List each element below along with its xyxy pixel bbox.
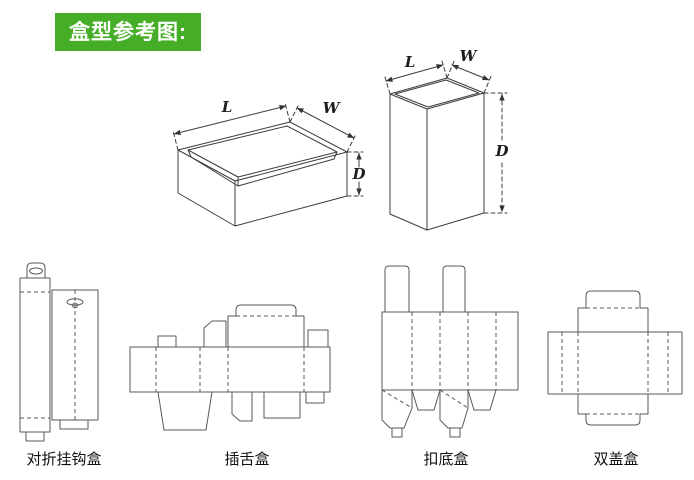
hang-hole xyxy=(29,267,43,275)
double-lid-box-dieline xyxy=(547,290,683,426)
tray-inner-depth xyxy=(187,149,338,187)
tray-width-label: W xyxy=(323,99,342,117)
tall-box-inner-rim xyxy=(394,79,480,108)
left-panel-bottom-tab xyxy=(25,432,45,442)
tray-length-dim-line xyxy=(173,104,287,136)
hang-flap xyxy=(26,262,46,278)
euro-hook-hole-notch xyxy=(72,302,78,309)
tall-box-diagram: L W D xyxy=(384,47,509,231)
bottom-tray-flap xyxy=(157,391,213,431)
middle-band xyxy=(547,331,683,395)
top-closure-flap-2 xyxy=(442,265,466,312)
box-type-label-tuck: 插舌盒 xyxy=(224,451,270,468)
box-type-label-double-lid: 双盖盒 xyxy=(593,451,639,468)
crash-lock-flap-2 xyxy=(439,390,469,429)
tall-width-dim-line xyxy=(451,64,490,81)
page-title: 盒型参考图: xyxy=(69,21,187,44)
tall-depth-label: D xyxy=(494,142,508,160)
bottom-flap xyxy=(263,392,301,419)
left-panel xyxy=(19,277,51,433)
crash-lock-foot-1 xyxy=(391,428,403,438)
box-type-label-snap-bottom: 扣底盒 xyxy=(423,451,469,468)
middle-band-folds xyxy=(561,332,669,394)
body-fold-lines xyxy=(411,312,497,390)
bottom-lock-box-dieline xyxy=(381,265,519,438)
tray-walls xyxy=(177,149,348,227)
bottom-dust-flap-2 xyxy=(467,389,497,411)
crash-lock-flap-1 xyxy=(381,390,413,429)
box-type-label-hook: 对折挂钩盒 xyxy=(26,451,102,468)
crash-lock-fold-2 xyxy=(439,389,469,409)
title-badge: 盒型参考图: xyxy=(55,13,201,51)
body-band xyxy=(129,346,331,393)
tall-width-extension-lines xyxy=(446,58,493,94)
tray-depth-extension-lines xyxy=(346,151,364,197)
body-band xyxy=(381,311,519,391)
tray-box-diagram: L W D xyxy=(172,98,366,227)
tray-width-dim-line xyxy=(296,107,355,139)
bottom-dust-flap xyxy=(231,392,253,422)
tray-width-extension-lines xyxy=(289,103,357,153)
tall-length-dim-line xyxy=(385,64,444,82)
tuck-box-dieline xyxy=(129,304,331,431)
tray-depth-label: D xyxy=(351,165,365,183)
tall-length-label: L xyxy=(404,53,416,71)
crash-lock-fold-1 xyxy=(381,389,413,409)
bottom-small-tab xyxy=(305,392,325,404)
tall-box-body xyxy=(389,92,485,231)
hook-box-dieline xyxy=(19,262,99,442)
left-panel-folds xyxy=(20,291,50,419)
bottom-tuck-flap xyxy=(585,414,641,426)
tray-length-label: L xyxy=(221,98,233,116)
top-closure-flap-1 xyxy=(384,265,410,312)
body-fold-lines xyxy=(155,347,305,392)
tall-depth-extension-lines xyxy=(483,92,508,214)
crash-lock-foot-2 xyxy=(449,428,461,438)
tuck-flap xyxy=(235,304,297,316)
top-tuck-flap xyxy=(585,290,641,308)
euro-hook-hole xyxy=(66,298,84,306)
bottom-dust-flap-1 xyxy=(411,389,441,411)
bottom-panel xyxy=(577,394,649,415)
tall-width-label: W xyxy=(460,47,479,65)
top-panel xyxy=(577,307,649,332)
top-right-flap xyxy=(307,329,329,347)
lid-panel xyxy=(227,315,305,347)
tall-length-extension-lines xyxy=(384,60,448,95)
left-dust-flap xyxy=(203,320,227,347)
right-panel-bottom-tab xyxy=(59,420,89,430)
tray-outer-rim xyxy=(177,121,348,182)
top-left-tab xyxy=(157,335,177,347)
